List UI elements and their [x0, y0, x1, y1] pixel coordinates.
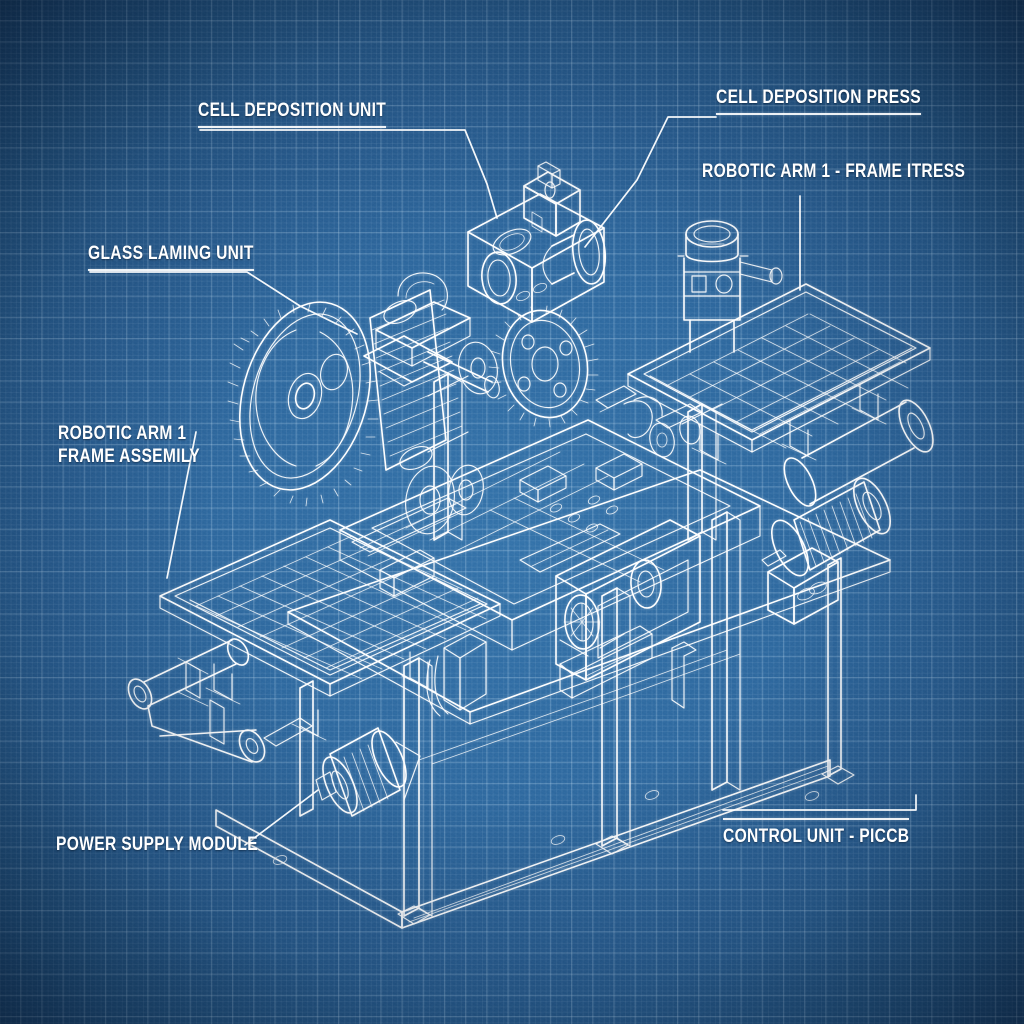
- callout-robotic-arm-1-frame-assemily[interactable]: ROBOTIC ARM 1 FRAME ASSEMILY: [58, 422, 236, 468]
- leader-cell-deposition-press: [584, 116, 717, 248]
- leader-cell-deposition-unit: [199, 129, 498, 219]
- callout-label-cell-deposition-unit: CELL DEPOSITION UNIT: [198, 99, 387, 121]
- leader-robotic-arm-1-assembly: [166, 431, 197, 579]
- callout-label-power-supply-module: POWER SUPPLY MODULE: [56, 833, 258, 855]
- callout-label-cell-deposition-press: CELL DEPOSITION PRESS: [716, 86, 921, 108]
- callout-rule-control-unit-piccb: [723, 818, 910, 820]
- callout-rule-cell-deposition-unit: [198, 126, 387, 128]
- callout-cell-deposition-unit[interactable]: CELL DEPOSITION UNIT: [198, 99, 433, 128]
- leader-glass-laming-unit: [89, 271, 358, 335]
- callout-rule-glass-laming-unit: [88, 269, 254, 271]
- callout-label-robotic-arm-1-line2: FRAME ASSEMILY: [58, 445, 201, 467]
- callout-rule-cell-deposition-press: [716, 113, 921, 115]
- callout-label-control-unit-piccb: CONTROL UNIT - PICCB: [723, 824, 910, 847]
- callout-glass-laming-unit[interactable]: GLASS LAMING UNIT: [88, 242, 295, 271]
- callout-label-robotic-arm-1-frame-ittress: ROBOTIC ARM 1 - FRAME ITRESS: [702, 160, 966, 182]
- callout-label-robotic-arm-1-line1: ROBOTIC ARM 1: [58, 422, 187, 444]
- callout-power-supply-module[interactable]: POWER SUPPLY MODULE: [56, 833, 308, 856]
- leader-control-unit-piccb: [722, 794, 917, 811]
- callout-control-unit-piccb[interactable]: CONTROL UNIT - PICCB: [723, 818, 956, 848]
- callout-label-glass-laming-unit: GLASS LAMING UNIT: [88, 242, 254, 264]
- callout-robotic-arm-1-frame-ittress[interactable]: ROBOTIC ARM 1 - FRAME ITRESS: [702, 160, 1024, 183]
- callout-cell-deposition-press[interactable]: CELL DEPOSITION PRESS: [716, 86, 972, 115]
- leader-power-supply-module: [244, 789, 319, 846]
